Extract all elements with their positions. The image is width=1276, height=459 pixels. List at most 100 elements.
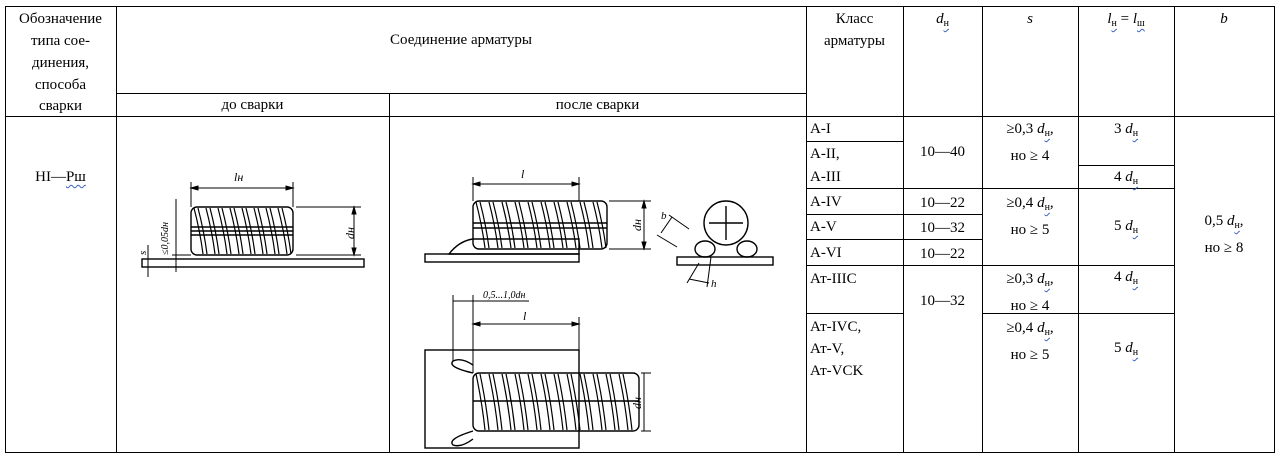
rebar-rib <box>557 201 568 249</box>
col-divider-2 <box>389 93 390 452</box>
rebar-rib <box>609 373 620 431</box>
rebar-rib <box>531 373 542 431</box>
rebar-rib <box>566 201 577 249</box>
header-before-welding: до сварки <box>221 97 284 113</box>
rebar-rib <box>233 207 244 255</box>
l-row-line <box>1078 188 1174 189</box>
header-s: s <box>1027 11 1033 27</box>
s-value-1: ≥0,3 dн, но ≥ 4 <box>1006 121 1054 164</box>
rebar-rib <box>245 207 256 255</box>
header-diameter: dн <box>936 11 949 29</box>
drawing-after-welding: l dн b h 0,5...1,0dн l dн <box>424 167 774 449</box>
class-a2: А-II, <box>810 146 840 162</box>
rebar-rib <box>540 201 551 249</box>
rebar-rib <box>596 201 607 249</box>
drawing-before-welding: lн dн ≤0,05dн s <box>137 170 365 277</box>
rebar-rib <box>488 201 499 249</box>
s-value-4: ≥0,4 dн, но ≥ 5 <box>1006 320 1054 363</box>
s-value-3: ≥0,3 dн, но ≥ 4 <box>1006 271 1054 314</box>
header-type: Обозначение типа сое- динения, способа с… <box>19 11 102 114</box>
label-b: b <box>661 210 667 222</box>
rebar-rib <box>229 207 240 255</box>
rebar-rib <box>544 201 555 249</box>
length-3: 5 dн <box>1113 218 1139 236</box>
rebar-rib <box>605 373 616 431</box>
label-offset: 0,5...1,0dн <box>483 290 526 301</box>
rebar-rib <box>209 207 220 255</box>
rebar-rib <box>269 207 280 255</box>
class-at5: Ат-V, <box>810 341 845 357</box>
class-at3c: Ат-IIIC <box>810 271 857 287</box>
class-row-line <box>806 214 982 215</box>
rebar-rib <box>622 373 633 431</box>
col-divider-3 <box>806 6 807 452</box>
class-at5ck: Ат-VCK <box>810 363 864 379</box>
rebar-rib <box>592 373 603 431</box>
label-l-plan: l <box>523 309 527 323</box>
length-2: 4 dн <box>1113 169 1139 187</box>
rebar-rib <box>501 201 512 249</box>
class-a5: А-V <box>810 219 837 235</box>
rebar-rib <box>531 201 542 249</box>
s-value-2: ≥0,4 dн, но ≥ 5 <box>1006 195 1054 238</box>
class-a3: А-III <box>810 169 841 185</box>
rebar-rib <box>217 207 228 255</box>
s-row-line <box>982 265 1078 266</box>
rebar-rib <box>553 201 564 249</box>
rebar-rib <box>527 201 538 249</box>
l-row-line <box>1078 265 1174 266</box>
rebar-rib <box>570 201 581 249</box>
rebar-rib <box>241 207 252 255</box>
rebar-rib <box>492 373 503 431</box>
rebar-rib <box>479 373 490 431</box>
rebar-rib <box>518 201 529 249</box>
length-1: 3 dн <box>1113 121 1139 139</box>
rebar-rib <box>618 373 629 431</box>
rebar-rib <box>193 207 204 255</box>
rebar-rib <box>570 373 581 431</box>
rebar-rib <box>553 373 564 431</box>
label-l-side: l <box>521 167 525 181</box>
label-ln: lн <box>234 170 243 184</box>
label-dn: dн <box>343 227 357 239</box>
rebar-rib <box>592 201 603 249</box>
rebar-rib <box>583 201 594 249</box>
class-row-line <box>806 141 903 142</box>
rebar-rib <box>265 207 276 255</box>
col-divider-4 <box>903 6 904 452</box>
col-divider-7 <box>1174 6 1175 452</box>
label-s: s <box>137 251 149 255</box>
class-row-line <box>806 313 903 314</box>
rebar-rib <box>505 373 516 431</box>
rebar-rib <box>540 373 551 431</box>
rebar-rib <box>205 207 216 255</box>
rebar-rib <box>501 373 512 431</box>
rebar-rib <box>527 373 538 431</box>
rebar-rib <box>544 373 555 431</box>
label-dn-side: dн <box>630 219 644 231</box>
rebar-rib <box>596 373 607 431</box>
class-a6: А-VI <box>810 245 842 261</box>
rebar-rib <box>518 373 529 431</box>
col-divider-5 <box>982 6 983 452</box>
s-row-line <box>982 188 1078 189</box>
rebar-rib <box>475 201 486 249</box>
type-code: HI—Рш <box>35 169 86 185</box>
table-border-left <box>5 6 6 452</box>
subheader-divider <box>116 93 806 94</box>
header-connection: Соединение арматуры <box>390 32 532 48</box>
table-border-right <box>1274 6 1275 452</box>
rebar-rib <box>479 201 490 249</box>
rebar-rib <box>221 207 232 255</box>
col-divider-1 <box>116 6 117 452</box>
table-border-bottom <box>5 452 1275 453</box>
class-row-line <box>806 239 982 240</box>
rebar-rib <box>583 373 594 431</box>
s-row-line <box>982 313 1078 314</box>
header-class: Класс арматуры <box>823 11 886 49</box>
rebar-rib <box>281 207 292 255</box>
rebar-rib <box>505 201 516 249</box>
diameter-4: 10—22 <box>920 246 965 262</box>
length-4: 4 dн <box>1113 269 1139 287</box>
